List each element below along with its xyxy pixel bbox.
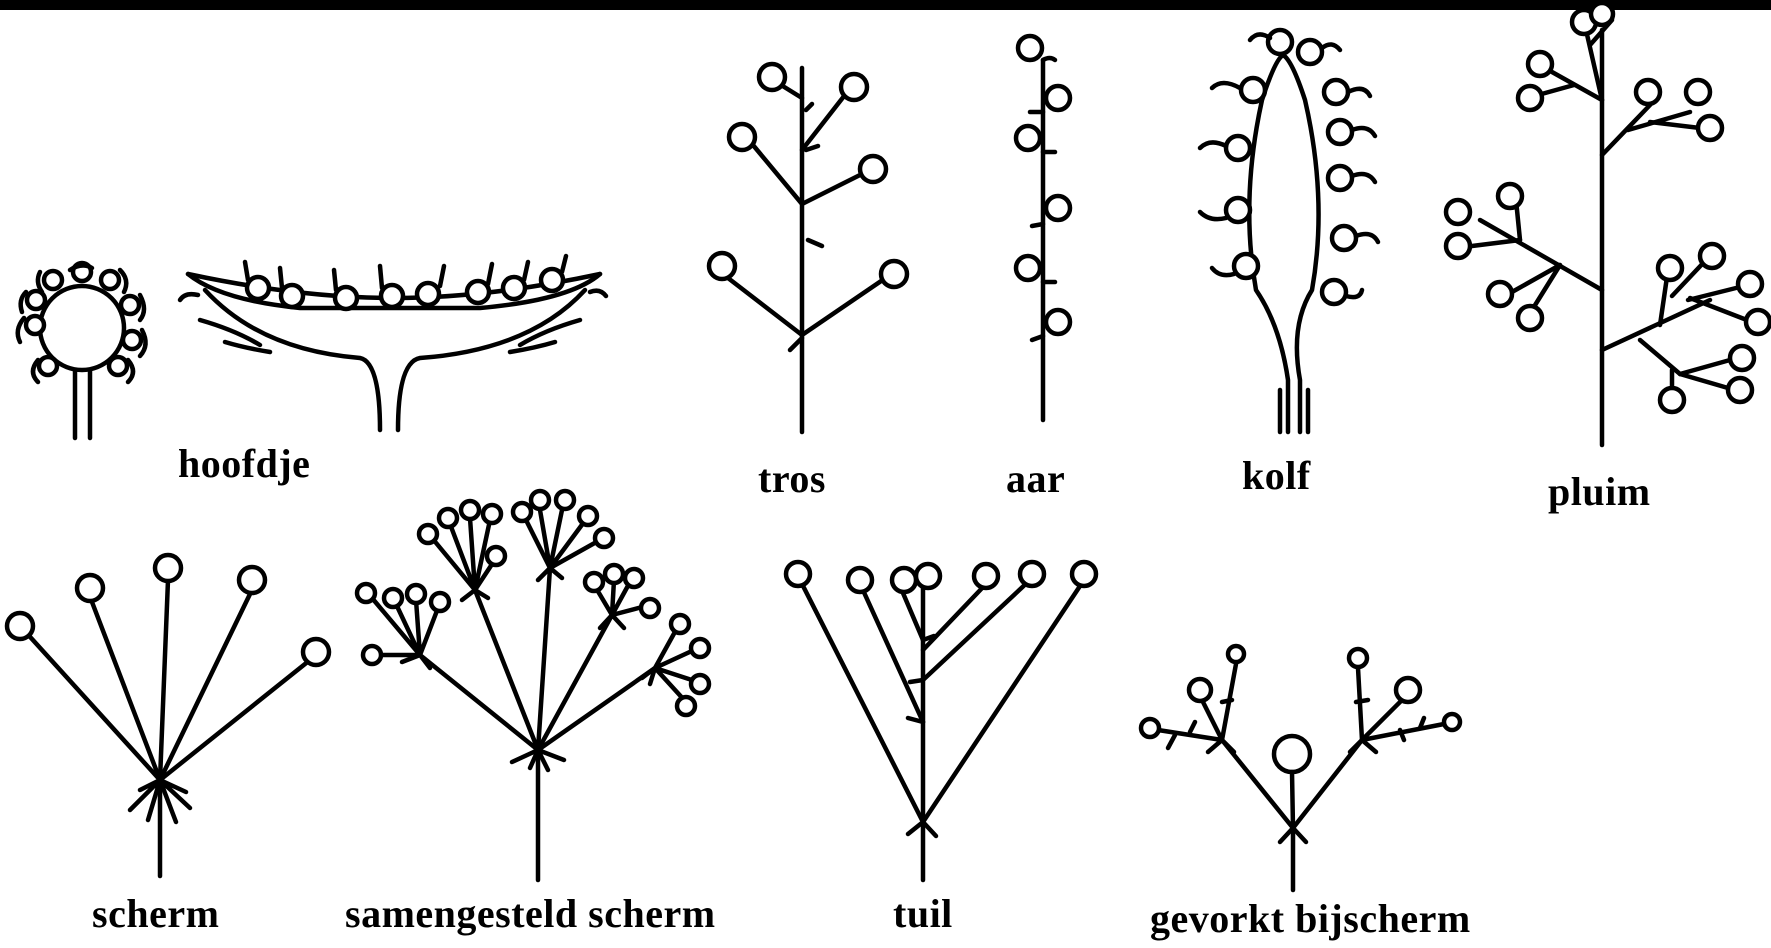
hoofdje-small-drawing [18,263,146,438]
scherm-drawing [7,555,329,876]
tros-drawing [709,64,907,432]
label-kolf: kolf [1242,452,1311,499]
hoofdje-large-drawing [180,256,606,430]
samengesteld-scherm-drawing [357,491,709,880]
label-hoofdje: hoofdje [178,440,310,487]
pluim-drawing [1446,3,1770,445]
aar-drawing [1016,36,1070,420]
tuil-drawing [786,562,1096,880]
label-tros: tros [758,455,826,502]
label-tuil: tuil [893,890,953,937]
label-scherm: scherm [92,890,219,937]
kolf-drawing [1200,30,1378,432]
label-aar: aar [1006,455,1065,502]
label-samengesteld-scherm: samengesteld scherm [345,890,716,937]
gevorkt-bijscherm-drawing [1141,646,1460,890]
label-pluim: pluim [1548,468,1651,515]
label-gevorkt-bijscherm: gevorkt bijscherm [1150,895,1471,942]
